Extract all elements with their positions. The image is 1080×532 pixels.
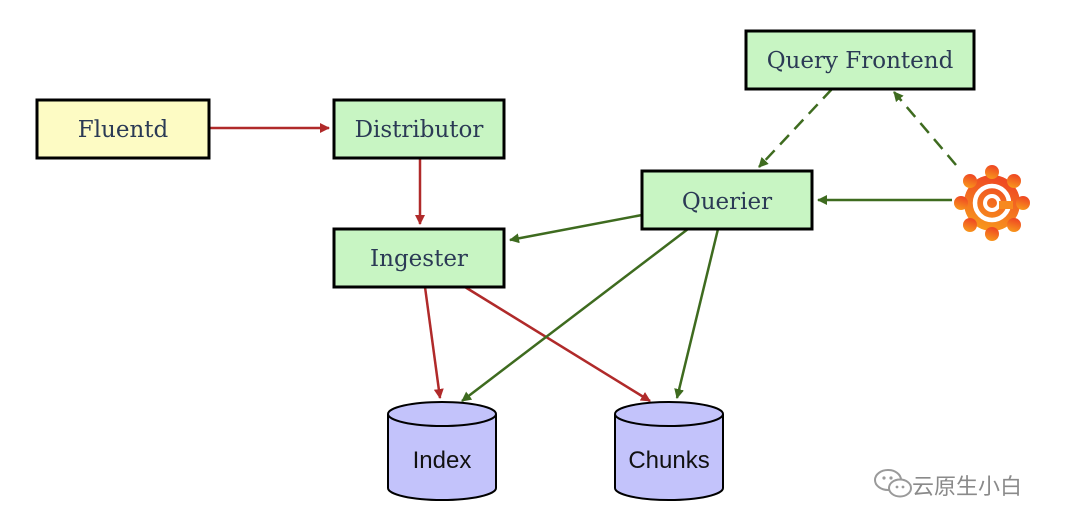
node-ingester: Ingester <box>332 227 506 289</box>
grafana-logo-icon <box>954 165 1030 241</box>
node-fluentd-label: Fluentd <box>78 117 169 143</box>
edge-query-frontend-querier <box>758 88 833 168</box>
edge-ingester-chunks <box>464 285 651 403</box>
node-querier: Querier <box>640 169 814 231</box>
edge-querier-ingester <box>509 213 643 244</box>
node-ingester-label: Ingester <box>370 246 468 272</box>
node-index-label: Index <box>413 447 472 474</box>
watermark-text: 云原生小白 <box>912 475 1022 500</box>
edge-ingester-index <box>423 286 444 399</box>
node-index: Index <box>387 401 497 501</box>
node-querier-label: Querier <box>682 189 772 215</box>
edge-querier-index <box>461 228 689 402</box>
node-distributor: Distributor <box>332 98 506 160</box>
node-query-frontend-label: Query Frontend <box>767 48 954 74</box>
watermark: 云原生小白 <box>874 469 1022 500</box>
node-query-frontend: Query Frontend <box>744 29 976 91</box>
edge-querier-chunks <box>674 228 720 399</box>
node-chunks: Chunks <box>614 401 724 501</box>
node-fluentd: Fluentd <box>35 98 211 160</box>
node-distributor-label: Distributor <box>355 117 484 143</box>
node-chunks-label: Chunks <box>628 447 709 474</box>
wechat-icon <box>874 469 912 498</box>
edge-grafana-query-frontend <box>893 91 957 166</box>
